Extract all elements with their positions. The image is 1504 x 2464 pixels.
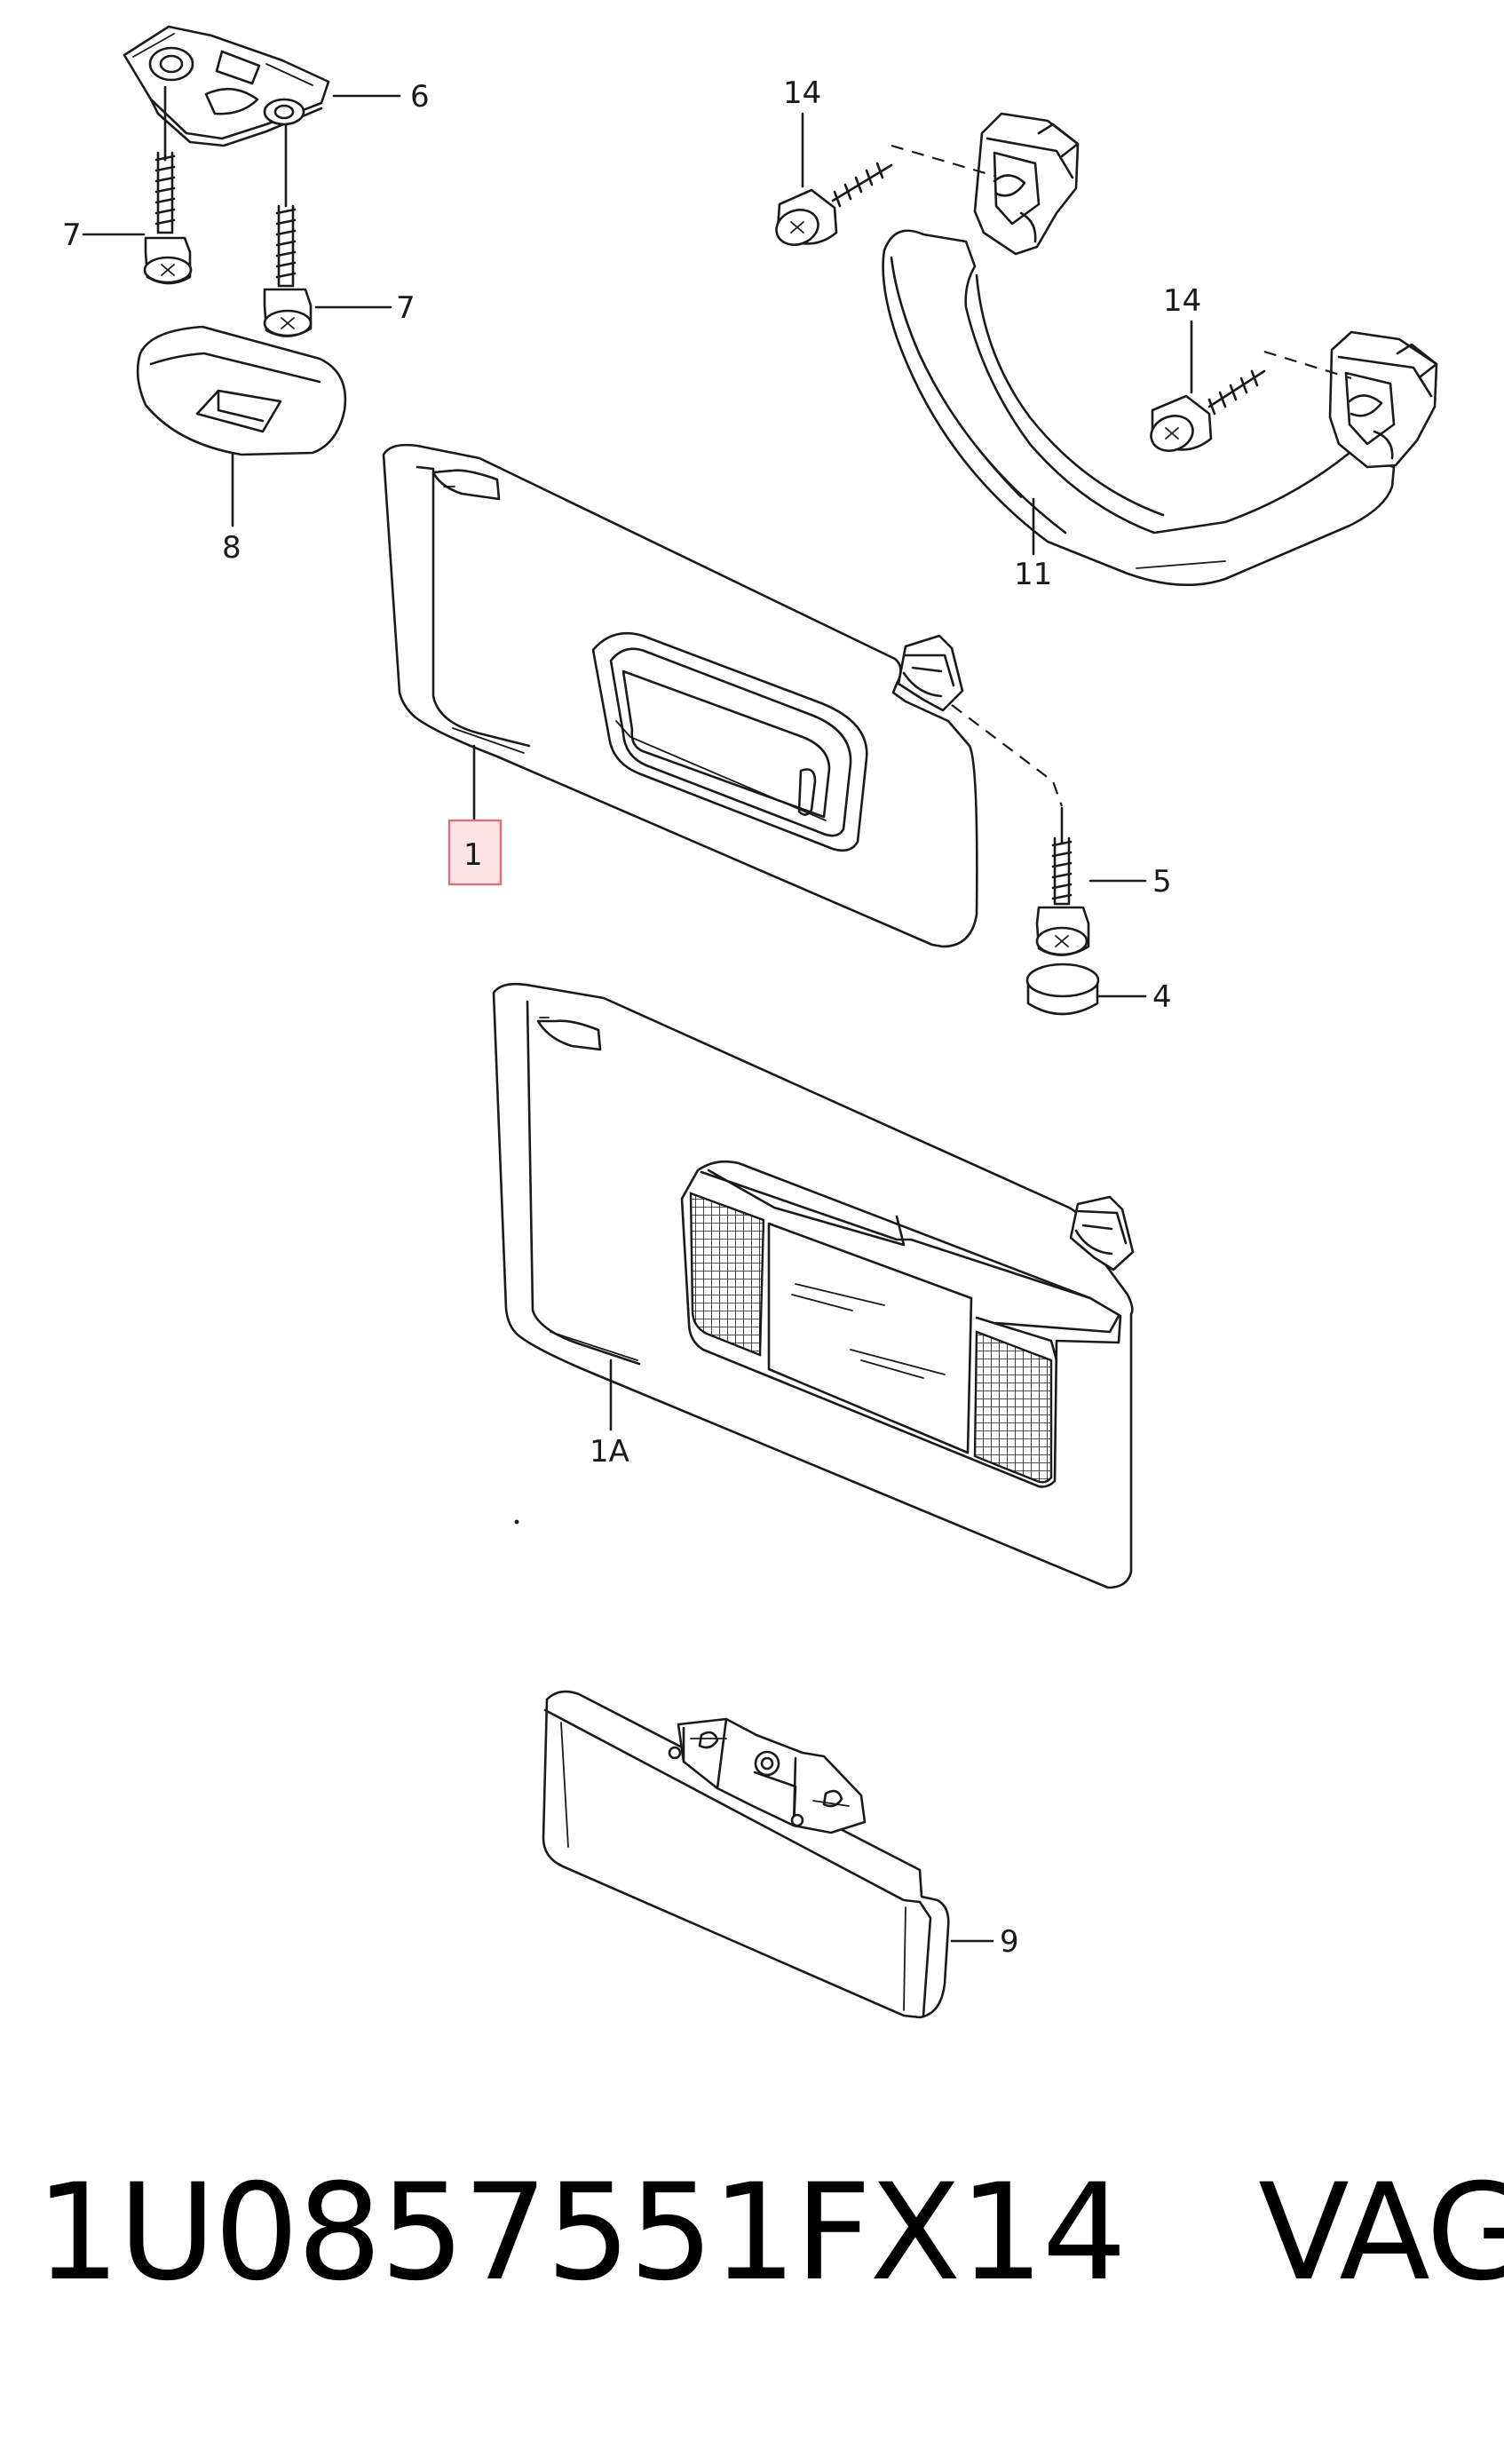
callout-4: 4 (1152, 979, 1172, 1015)
callout-1: 1 (463, 837, 483, 873)
parts-exploded-diagram: 6 7 7 8 (62, 25, 1438, 2019)
callout-7-right: 7 (396, 290, 416, 326)
part-number-caption: 1U0857551FX14 VAG (36, 2153, 1504, 2313)
mounting-bracket-part-6 (123, 25, 330, 147)
callout-1-highlight-box (447, 819, 503, 886)
callout-7-left: 7 (62, 218, 82, 253)
plug-cap-part-4 (1025, 963, 1100, 1016)
callout-9: 9 (1000, 1924, 1019, 1960)
brand-name: VAG (1258, 2156, 1504, 2310)
callout-1a: 1A (590, 1434, 629, 1470)
callout-14-upper: 14 (783, 75, 821, 111)
cover-cap-part-8 (136, 325, 347, 456)
grab-handle-part-11 (882, 112, 1438, 586)
sun-visor-part-1 (382, 443, 978, 948)
callout-6: 6 (410, 79, 430, 115)
screw-part-14-upper (775, 162, 893, 246)
callout-8: 8 (222, 530, 241, 566)
callout-14-lower: 14 (1163, 283, 1201, 319)
stray-dot (514, 1519, 519, 1525)
part-number: 1U0857551FX14 (36, 2156, 1127, 2310)
mirror-insert-part-9 (542, 1690, 950, 2019)
sun-visor-part-1a (492, 982, 1135, 1589)
callout-11: 11 (1014, 557, 1052, 592)
callout-5: 5 (1152, 864, 1172, 899)
screw-part-5 (1035, 806, 1090, 956)
screw-part-14-lower (1150, 369, 1266, 452)
screw-part-7-left (143, 85, 193, 285)
screw-part-7-right (263, 123, 313, 337)
